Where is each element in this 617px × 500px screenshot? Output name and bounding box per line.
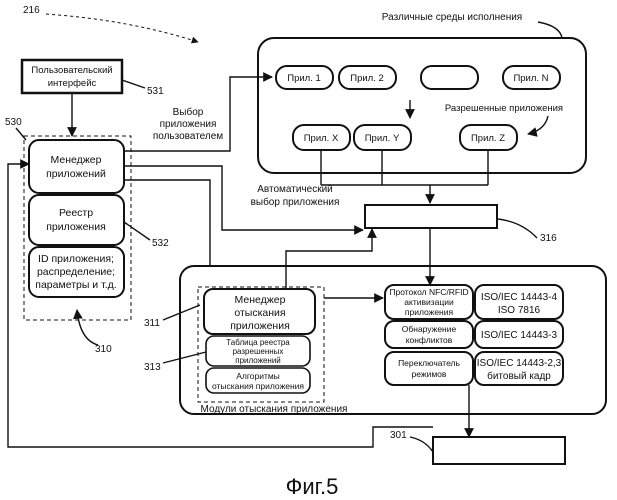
iso-3-line2: битовый кадр: [487, 370, 551, 382]
app-id-line3: параметры и т.д.: [35, 279, 116, 291]
ref-532-leader: [124, 222, 150, 240]
discovery-manager-line2: отыскания: [234, 307, 285, 319]
selection-box-316: [365, 205, 497, 228]
iso-1-line2: ISO 7816: [498, 305, 541, 316]
ref-530-leader: [16, 128, 26, 140]
ref-311: 311: [144, 318, 160, 329]
user-selection-line2: приложения: [160, 119, 217, 130]
auto-selection-label-2: выбор приложения: [251, 196, 340, 208]
ref-313: 313: [144, 362, 161, 373]
mode-switch-line1: Переключатель: [398, 358, 460, 368]
algorithms-line2: отыскания приложения: [212, 381, 304, 391]
ref-531: 531: [147, 86, 164, 97]
registry-table-line2: разрешенных: [233, 347, 284, 356]
app-z-label: Прил. Z: [471, 133, 505, 144]
app-id-line1: ID приложения;: [38, 253, 114, 265]
ref-301-leader: [410, 437, 433, 452]
algorithms-line1: Алгоритмы: [236, 371, 280, 381]
user-selection-line3: пользователем: [153, 131, 223, 142]
app-blank-box: [421, 66, 478, 89]
conflicts-line1: Обнаружение: [402, 324, 457, 334]
app-registry-line1: Реестр: [59, 207, 93, 219]
ref-310-leader: [77, 310, 98, 345]
iso-3-line1: ISO/IEC 14443-2,3: [477, 358, 562, 369]
auto-selection-label-1: Автоматический: [257, 184, 333, 195]
protocol-line1: Протокол NFC/RFID: [389, 287, 468, 297]
discovery-manager-line3: приложения: [230, 320, 290, 332]
app-manager-box: [29, 140, 124, 193]
modules-label: Модули отыскания приложения: [201, 404, 348, 415]
ref-216-leader: [46, 14, 198, 42]
iso-2-line1: ISO/IEC 14443-3: [481, 330, 558, 341]
iso-1-line1: ISO/IEC 14443-4: [481, 292, 558, 303]
user-selection-line1: Выбор: [173, 106, 204, 118]
app-y-label: Прил. Y: [365, 133, 400, 144]
conflicts-line2: конфликтов: [406, 335, 453, 345]
allowed-apps-label: Разрешенные приложения: [445, 103, 563, 114]
ref-310: 310: [95, 344, 112, 355]
registry-table-line1: Таблица реестра: [226, 338, 290, 347]
app-registry-line2: приложения: [46, 221, 106, 233]
output-box-301: [433, 437, 565, 464]
ref-530: 530: [5, 117, 22, 128]
app-registry-box: [29, 195, 124, 245]
environments-label: Различные среды исполнения: [382, 12, 522, 23]
ref-301: 301: [390, 430, 407, 441]
app-id-line2: распределение;: [37, 266, 115, 278]
app-n-label: Прил. N: [513, 73, 548, 84]
ref-216: 216: [23, 5, 40, 16]
ref-532: 532: [152, 238, 169, 249]
user-interface-line1: Пользовательский: [31, 65, 112, 76]
app-x-label: Прил. X: [304, 133, 339, 144]
app-1-label: Прил. 1: [287, 73, 321, 84]
environments-leader: [538, 22, 562, 38]
app-2-label: Прил. 2: [350, 73, 384, 84]
discovery-manager-line1: Менеджер: [235, 294, 286, 306]
protocol-line3: приложения: [405, 307, 454, 317]
app-manager-line2: приложений: [46, 168, 106, 180]
app-manager-line1: Менеджер: [51, 154, 102, 166]
registry-table-line3: приложений: [235, 356, 281, 365]
ref-316-leader: [498, 219, 537, 238]
ref-316: 316: [540, 233, 557, 244]
user-interface-line2: интерфейс: [48, 78, 97, 89]
mode-switch-line2: режимов: [412, 369, 447, 379]
figure-caption: Фиг.5: [286, 474, 339, 499]
protocol-line2: активизации: [404, 297, 454, 307]
ref-531-leader: [122, 80, 145, 88]
